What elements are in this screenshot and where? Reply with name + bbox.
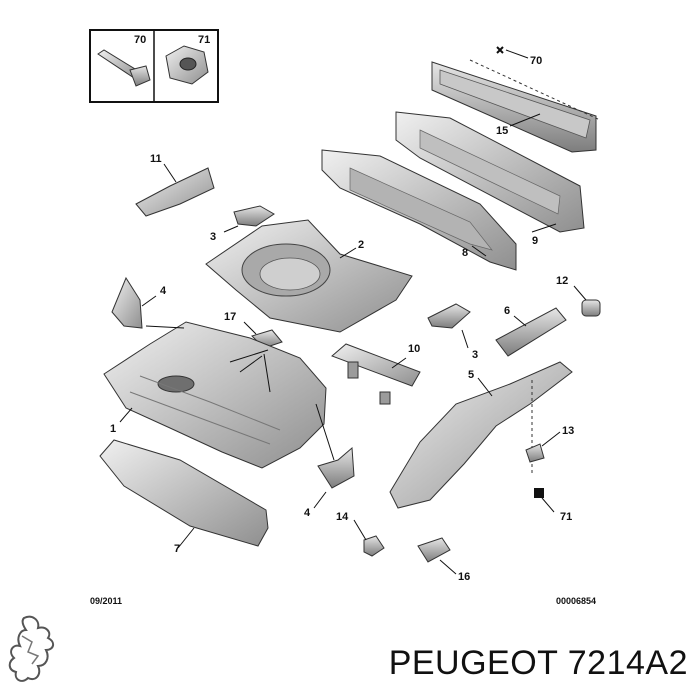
part-13-bracket [525,443,545,463]
part-9-rear-panel [395,111,585,233]
fastener-inset: 70 71 [89,29,219,103]
callout-8: 8 [462,247,468,259]
callout-17: 17 [224,311,236,323]
part-16-plate [417,537,451,563]
callout-1: 1 [110,423,116,435]
callout-2: 2 [358,239,364,251]
peugeot-lion-logo [8,615,54,682]
part-1-rear-floor [103,321,327,469]
callout-10: 10 [408,343,420,355]
part-3-plate-right [427,303,471,329]
part-7-rear-skirt [99,439,269,547]
part-12-clip [581,299,601,317]
part-8-cross-member [321,149,517,271]
callout-16: 16 [458,571,470,583]
callout-4-lower: 4 [304,507,311,519]
part-15-bumper-beam [431,46,601,153]
callout-14: 14 [336,511,349,523]
callout-4-upper: 4 [160,285,167,297]
bolt-icon [97,49,151,87]
callout-numbers: 70 15 9 8 2 11 3 12 6 4 17 10 3 5 1 13 4… [110,55,574,583]
callout-3-left: 3 [210,231,216,243]
callout-7: 7 [174,543,180,555]
inset-label-71: 71 [198,34,210,46]
part-5-side-member [389,361,573,509]
callout-5: 5 [468,369,474,381]
part-2-spare-wheel-well [205,219,413,333]
part-4-bracket-lower [317,446,355,489]
callout-11: 11 [150,153,162,165]
callout-13: 13 [562,425,574,437]
callout-70: 70 [530,55,542,67]
callout-12: 12 [556,275,568,287]
part-4-bracket-upper [111,276,143,329]
inset-label-70: 70 [134,34,146,46]
leader-lines [119,49,587,575]
nut-71-marker [534,488,544,498]
callout-9: 9 [532,235,538,247]
reference-code: 00006854 [556,596,597,606]
nut-icon [165,45,209,85]
callout-71: 71 [560,511,572,523]
callout-15: 15 [496,125,508,137]
part-10-cross-bar [331,343,421,405]
brand-title: PEUGEOT 7214A2 [388,644,688,682]
part-11-bracket [135,167,215,217]
part-14-bracket [363,535,385,557]
part-6-rail [495,307,567,357]
callout-6: 6 [504,305,510,317]
part-3-plate-left [233,205,275,227]
date-code: 09/2011 [90,596,123,606]
callout-3-right: 3 [472,349,478,361]
